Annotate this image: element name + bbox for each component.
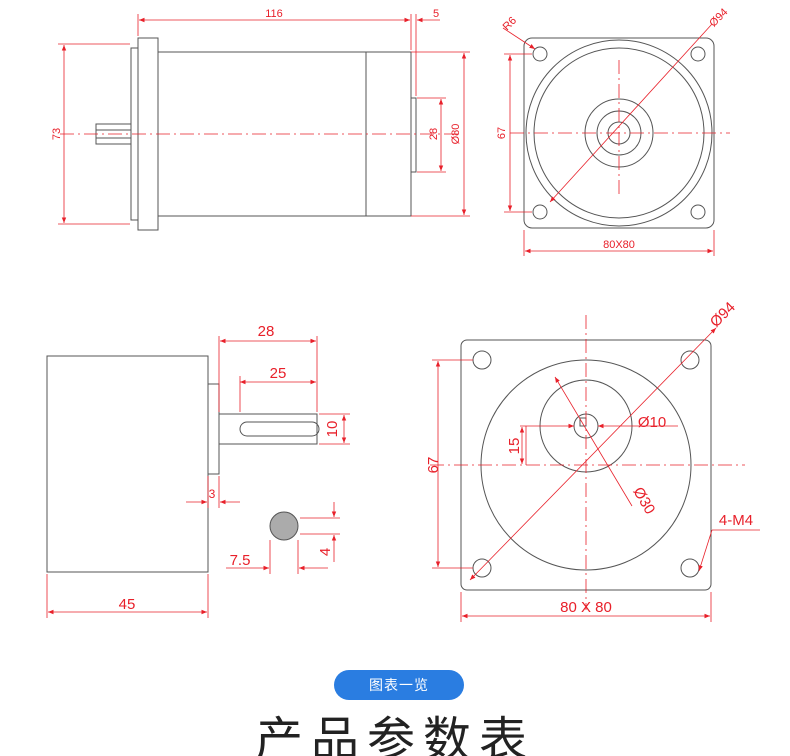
dim-body-diameter: Ø80 [450, 124, 462, 145]
dim-square-bottom: 80 X 80 [560, 599, 612, 616]
dim-shaft-diameter: 10 [324, 421, 341, 438]
dim-key-depth: 7.5 [230, 552, 251, 569]
dimensions-side-bottom [46, 336, 350, 618]
section-title: 产品参数表 [254, 712, 535, 756]
dim-bolt-circle: Ø94 [707, 6, 730, 29]
dim-boss-length: 3 [209, 487, 216, 501]
dim-shaft-step: 5 [433, 8, 439, 20]
technical-drawing: 116 5 73 28 Ø80 R6 Ø94 67 80X80 [46, 6, 760, 622]
dim-hole-spacing: 67 [496, 127, 508, 139]
dim-key-width: 4 [317, 548, 334, 556]
dim-holes: 4-M4 [719, 512, 753, 529]
dim-key-depth-bottom: 15 [506, 438, 523, 455]
dimensions-side-top [58, 14, 470, 225]
dim-height: 73 [51, 128, 63, 140]
dim-flange-boss: 28 [428, 128, 440, 140]
dim-boss-diameter: Ø30 [629, 484, 658, 517]
dim-square: 80X80 [603, 239, 635, 251]
chart-overview-badge: 图表一览 [334, 670, 464, 700]
side-view-bottom [46, 355, 320, 573]
dim-shaft-dia-bottom: Ø10 [638, 414, 666, 431]
dimensions-front-top [502, 23, 730, 256]
dimensions-front-bottom [430, 315, 760, 622]
dim-key-length: 25 [270, 365, 287, 382]
dim-body-length: 45 [119, 596, 136, 613]
dim-hole-spacing-bottom: 67 [425, 457, 442, 474]
dim-length: 116 [265, 8, 283, 20]
dim-bolt-circle-bottom: Ø94 [707, 299, 739, 331]
dim-shaft-length: 28 [258, 323, 275, 340]
side-view-top [60, 37, 460, 231]
dim-corner-radius: R6 [501, 15, 519, 33]
